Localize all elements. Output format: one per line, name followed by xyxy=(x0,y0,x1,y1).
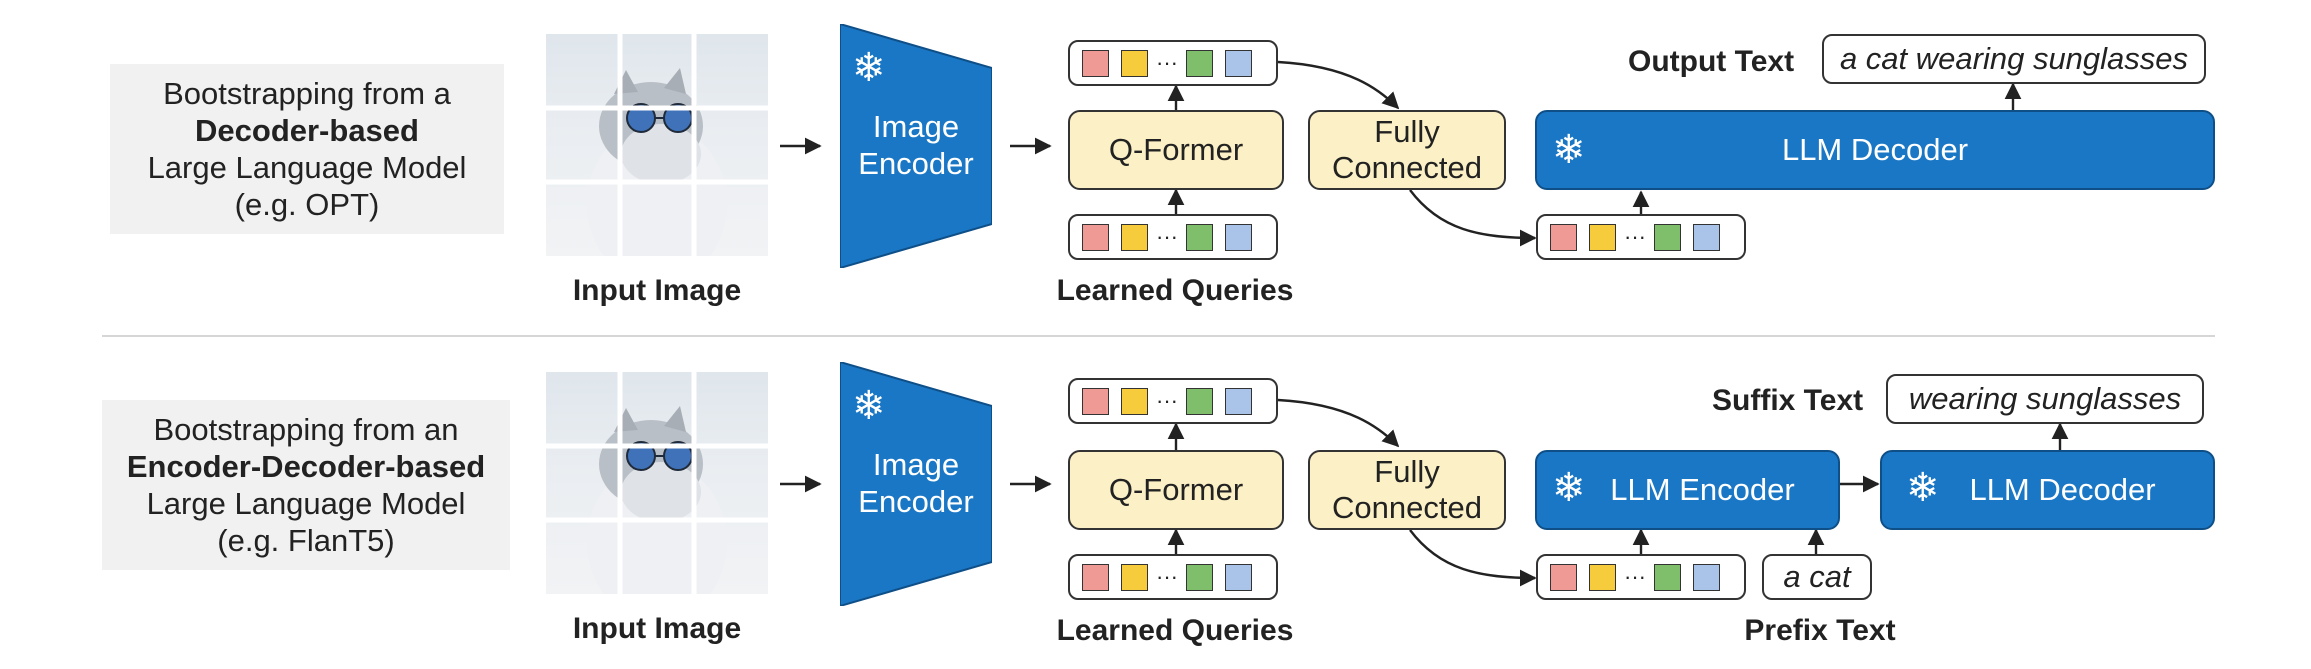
token xyxy=(1082,223,1109,251)
token-ellipsis: ··· xyxy=(1156,564,1178,589)
prefix-text-box: a cat xyxy=(1762,554,1872,600)
description-line: Bootstrapping from an xyxy=(153,412,459,447)
snowflake-icon: ❄ xyxy=(852,46,886,90)
q-former-top: Q-Former xyxy=(1068,110,1284,190)
learned-queries-label: Learned Queries xyxy=(1056,614,1294,647)
llm-decoder-label: LLM Decoder xyxy=(1969,472,2156,507)
token xyxy=(1692,223,1720,251)
output-text-label: Output Text xyxy=(1628,45,1795,78)
arrow-fc-to-llm-tokens-top xyxy=(1409,189,1537,247)
llm-decoder-bottom: LLM Decoder xyxy=(1880,450,2215,530)
learned-query-tokens-top: ··· xyxy=(1068,214,1278,260)
image-encoder-bottom xyxy=(840,362,992,606)
token-ellipsis: ··· xyxy=(1156,224,1178,249)
suffix-text-box: wearing sunglasses xyxy=(1886,374,2204,424)
token xyxy=(1224,387,1252,415)
snowflake-icon: ❄ xyxy=(1552,466,1586,510)
arrow-tokens-to-fc-bottom xyxy=(1277,398,1400,448)
description-line: Bootstrapping from a xyxy=(163,76,451,111)
description-line-bold: Decoder-based xyxy=(195,113,419,148)
input-image-bottom xyxy=(546,372,768,594)
token xyxy=(1082,387,1109,415)
snowflake-icon: ❄ xyxy=(1906,466,1940,510)
projected-tokens-bottom: ··· xyxy=(1536,554,1746,600)
token-ellipsis: ··· xyxy=(1624,224,1646,249)
cat-image xyxy=(546,372,768,594)
token xyxy=(1653,563,1681,591)
q-former-bottom: Q-Former xyxy=(1068,450,1284,530)
llm-decoder-top: LLM Decoder xyxy=(1535,110,2215,190)
description-line-bold: Encoder-Decoder-based xyxy=(126,449,486,484)
prefix-text-label: Prefix Text xyxy=(1744,614,1896,647)
learned-query-tokens-bottom: ··· xyxy=(1068,554,1278,600)
token xyxy=(1550,563,1577,591)
token xyxy=(1224,563,1252,591)
input-image-top xyxy=(546,34,768,256)
token xyxy=(1589,223,1616,251)
token xyxy=(1224,223,1252,251)
token xyxy=(1653,223,1681,251)
image-encoder-top xyxy=(840,24,992,268)
token xyxy=(1121,223,1148,251)
snowflake-icon: ❄ xyxy=(1552,128,1586,172)
token xyxy=(1550,223,1577,251)
llm-encoder-bottom: LLM Encoder xyxy=(1535,450,1840,530)
learned-queries-label: Learned Queries xyxy=(1056,274,1294,307)
token xyxy=(1082,49,1109,77)
encoder-decoder-description-box: Bootstrapping from an Encoder-Decoder-ba… xyxy=(102,400,510,570)
token xyxy=(1589,563,1616,591)
token xyxy=(1692,563,1720,591)
llm-encoder-label: LLM Encoder xyxy=(1610,472,1795,507)
description-line: Large Language Model xyxy=(146,486,466,521)
arrow-tokens-to-fc-top xyxy=(1277,60,1400,110)
snowflake-icon: ❄ xyxy=(852,384,886,428)
token xyxy=(1185,223,1213,251)
decoder-description-box: Bootstrapping from a Decoder-based Large… xyxy=(110,64,504,234)
token xyxy=(1082,563,1109,591)
token xyxy=(1185,387,1213,415)
token xyxy=(1185,563,1213,591)
cat-image xyxy=(546,34,768,256)
token xyxy=(1224,49,1252,77)
input-image-label: Input Image xyxy=(572,274,742,307)
arrow-fc-to-llm-tokens-bottom xyxy=(1409,529,1537,587)
token-ellipsis: ··· xyxy=(1156,388,1178,413)
token-ellipsis: ··· xyxy=(1156,50,1178,75)
token xyxy=(1185,49,1213,77)
description-line: (e.g. OPT) xyxy=(234,187,380,222)
query-tokens-output-bottom: ··· xyxy=(1068,378,1278,424)
output-text-box: a cat wearing sunglasses xyxy=(1822,34,2206,84)
token-ellipsis: ··· xyxy=(1624,564,1646,589)
token xyxy=(1121,49,1148,77)
token xyxy=(1121,387,1148,415)
token xyxy=(1121,563,1148,591)
suffix-text-label: Suffix Text xyxy=(1712,384,1864,417)
description-line: (e.g. FlanT5) xyxy=(217,523,395,558)
description-line: Large Language Model xyxy=(147,150,467,185)
input-image-label: Input Image xyxy=(572,612,742,645)
query-tokens-output-top: ··· xyxy=(1068,40,1278,86)
llm-decoder-label: LLM Decoder xyxy=(1781,132,1969,167)
projected-tokens-top: ··· xyxy=(1536,214,1746,260)
